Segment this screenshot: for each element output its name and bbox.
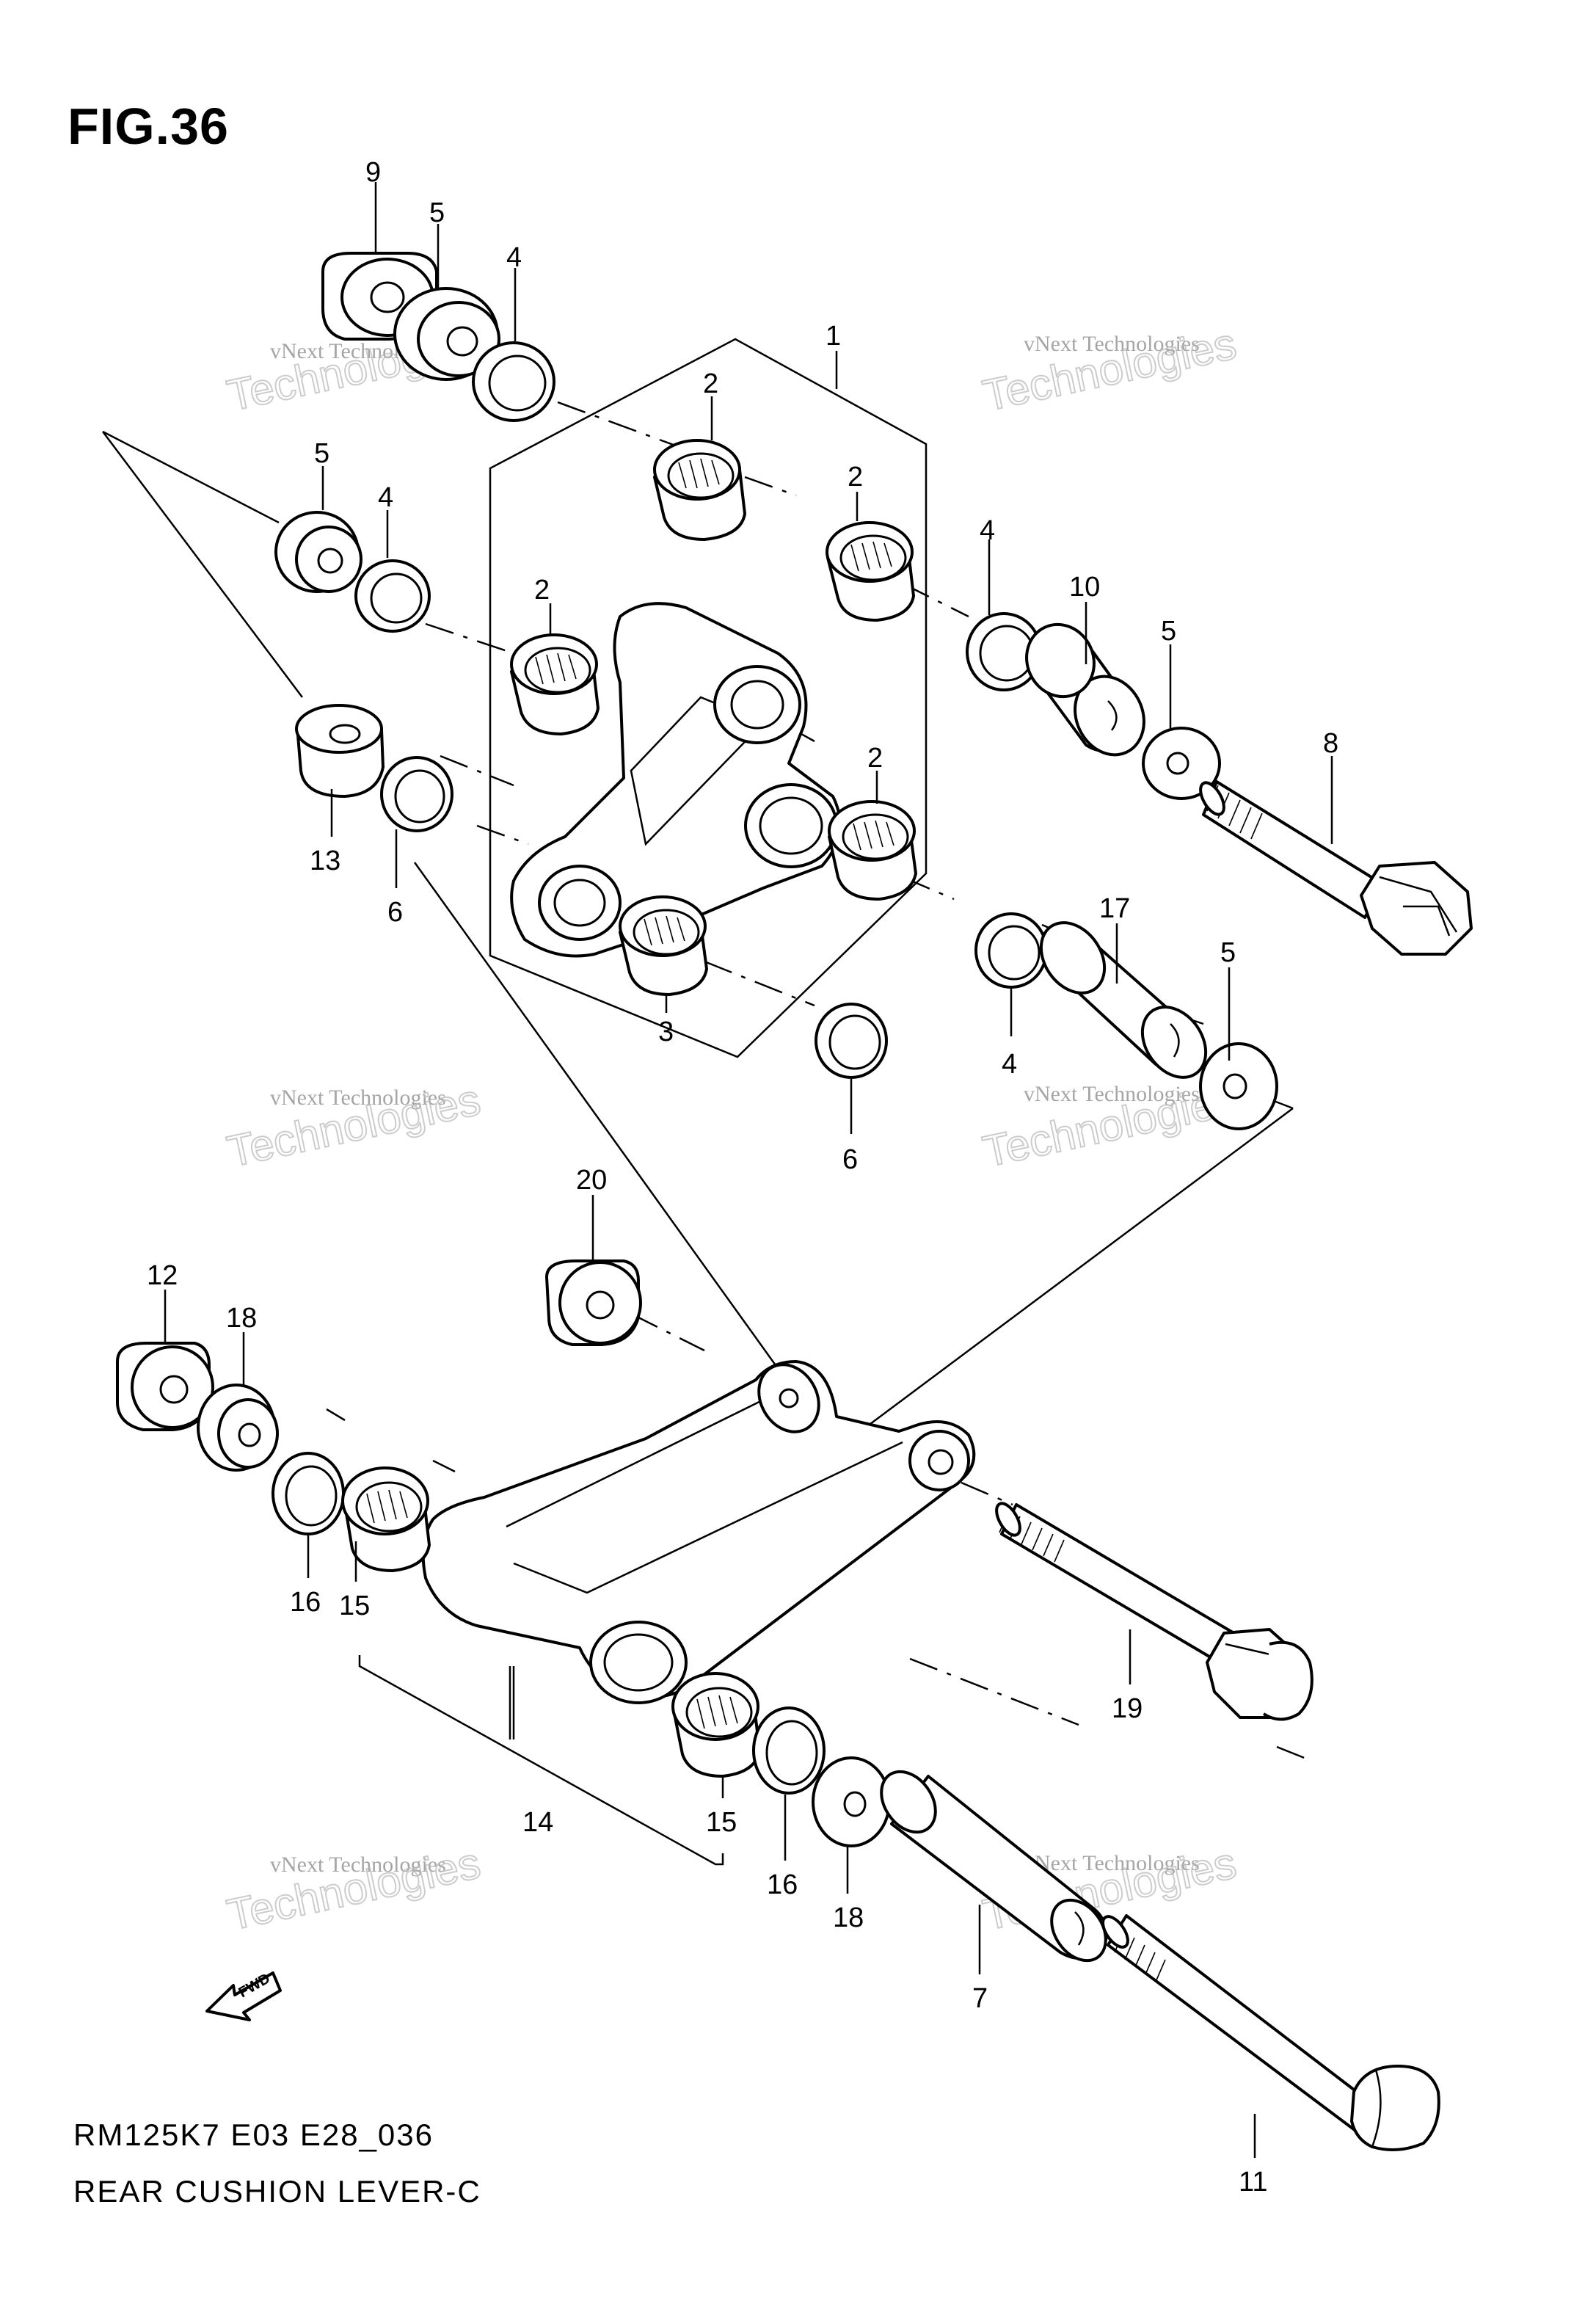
watermark-text: vNext Technologies xyxy=(1024,1082,1200,1106)
callout-18: 18 xyxy=(226,1303,257,1334)
callout-15: 15 xyxy=(706,1807,737,1838)
callout-18: 18 xyxy=(833,1902,864,1933)
callout-5: 5 xyxy=(429,197,445,228)
callout-4: 4 xyxy=(980,515,995,546)
callout-5: 5 xyxy=(1161,616,1176,647)
part-8-bolt xyxy=(1199,780,1473,956)
watermark-text: vNext Technologies xyxy=(1024,1851,1200,1875)
connecting-line-right xyxy=(858,1107,1294,1434)
callout-1: 1 xyxy=(826,321,841,352)
callout-2: 2 xyxy=(703,368,718,399)
model-code: RM125K7 E03 E28_036 xyxy=(73,2117,434,2152)
diagram-title: REAR CUSHION LEVER-C xyxy=(73,2174,481,2209)
part-4-seal-left xyxy=(354,559,431,633)
callout-2: 2 xyxy=(534,575,550,606)
part-11-bolt xyxy=(1101,1914,1440,2151)
part-6-seal-left xyxy=(380,756,453,832)
part-5-washer-top xyxy=(393,287,500,381)
fwd-arrow-icon: FWD xyxy=(205,1971,282,2021)
part-5-washer-right-bottom xyxy=(1199,1042,1278,1130)
callout-17: 17 xyxy=(1099,893,1130,924)
callout-13: 13 xyxy=(310,846,340,876)
callout-labels: 9 5 4 1 2 2 2 5 4 4 10 5 8 2 13 6 3 17 5… xyxy=(147,157,1338,2198)
part-20-nut xyxy=(545,1259,642,1346)
callout-11: 11 xyxy=(1239,2167,1267,2198)
callout-4: 4 xyxy=(378,482,393,513)
callout-2: 2 xyxy=(867,743,883,774)
watermark-text: vNext Technologies xyxy=(1024,332,1200,356)
callout-12: 12 xyxy=(147,1260,178,1291)
leader-lines xyxy=(164,182,1333,2158)
part-3-bearing xyxy=(619,895,708,996)
callout-4: 4 xyxy=(506,242,522,273)
part-2-bearing-b xyxy=(826,521,915,622)
part-10-spacer xyxy=(1025,622,1145,757)
callout-16: 16 xyxy=(290,1587,321,1618)
bracket-14 xyxy=(358,1655,724,1866)
part-7-spacer xyxy=(880,1770,1107,1963)
part-6-seal-bottom xyxy=(815,1003,888,1079)
lever-1-assembly-boundary xyxy=(489,338,928,1058)
part-2-bearing-a xyxy=(653,439,746,541)
part-17-spacer xyxy=(1039,921,1208,1079)
part-2-bearing-d xyxy=(828,800,917,901)
callout-9: 9 xyxy=(365,157,381,188)
callout-10: 10 xyxy=(1069,572,1100,603)
callout-6: 6 xyxy=(842,1144,858,1175)
callout-8: 8 xyxy=(1323,728,1338,759)
part-16-seal-bottom xyxy=(752,1706,826,1795)
watermark-bottom-left: vNext Technologies Technologies xyxy=(222,1837,486,1940)
callout-3: 3 xyxy=(658,1017,674,1047)
part-2-bearing-c xyxy=(510,633,600,735)
part-15-bearing-bottom xyxy=(671,1672,761,1778)
callout-4: 4 xyxy=(1002,1049,1017,1080)
callout-5: 5 xyxy=(314,438,329,469)
part-4-seal-right-bottom xyxy=(974,912,1048,989)
callout-15: 15 xyxy=(339,1591,370,1621)
part-15-bearing-top xyxy=(341,1466,431,1572)
left-group-lines xyxy=(102,430,303,698)
part-13-spacer xyxy=(295,704,385,798)
callout-5: 5 xyxy=(1220,937,1236,968)
part-19-bolt xyxy=(995,1502,1313,1721)
callout-2: 2 xyxy=(848,462,863,492)
watermark-mid-left: vNext Technologies Technologies xyxy=(222,1074,486,1177)
part-4-seal-top xyxy=(472,341,555,422)
part-14-cushion-rod xyxy=(421,1360,976,1704)
part-18-washer-top xyxy=(197,1384,279,1472)
callout-7: 7 xyxy=(972,1983,988,2014)
callout-16: 16 xyxy=(767,1869,798,1900)
callout-6: 6 xyxy=(387,897,403,928)
connecting-line xyxy=(413,862,809,1410)
callout-19: 19 xyxy=(1112,1693,1143,1724)
watermark-text: vNext Technologies xyxy=(270,1853,446,1877)
part-16-seal-top xyxy=(272,1452,345,1535)
part-18-washer-bottom xyxy=(812,1756,891,1847)
figure-label: FIG.36 xyxy=(68,98,229,155)
callout-14: 14 xyxy=(522,1807,553,1838)
part-5-washer-left xyxy=(274,511,362,593)
part-1-cushion-lever xyxy=(510,602,842,958)
callout-20: 20 xyxy=(576,1165,607,1196)
part-5-washer-right-top xyxy=(1142,727,1221,800)
watermark-top-right: vNext Technologies Technologies xyxy=(978,318,1242,421)
watermark-text: vNext Technologies xyxy=(270,1086,446,1110)
